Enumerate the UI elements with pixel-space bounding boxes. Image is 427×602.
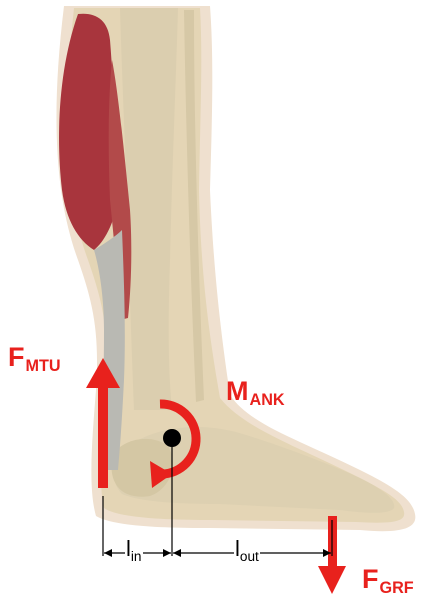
label-l-out: lout	[234, 538, 260, 560]
label-l-in: lin	[125, 538, 143, 560]
grf-force-arrowhead	[318, 566, 346, 594]
ankle-joint-center	[163, 429, 181, 447]
label-f-mtu-sub: MTU	[26, 357, 61, 375]
label-m-ank-main: M	[226, 376, 249, 406]
label-f-grf-main: F	[362, 564, 379, 594]
mtu-force-shaft	[98, 386, 108, 488]
label-f-mtu: FMTU	[8, 344, 61, 371]
lout-arrow-left	[173, 549, 181, 557]
label-l-out-sub: out	[240, 549, 259, 564]
label-f-mtu-main: F	[8, 342, 25, 372]
label-f-grf: FGRF	[362, 566, 414, 593]
label-m-ank: MANK	[226, 378, 285, 405]
lin-arrow-right	[163, 549, 171, 557]
lin-arrow-left	[104, 549, 112, 557]
label-l-in-sub: in	[131, 549, 142, 564]
label-m-ank-sub: ANK	[250, 391, 285, 409]
label-f-grf-sub: GRF	[380, 579, 414, 597]
